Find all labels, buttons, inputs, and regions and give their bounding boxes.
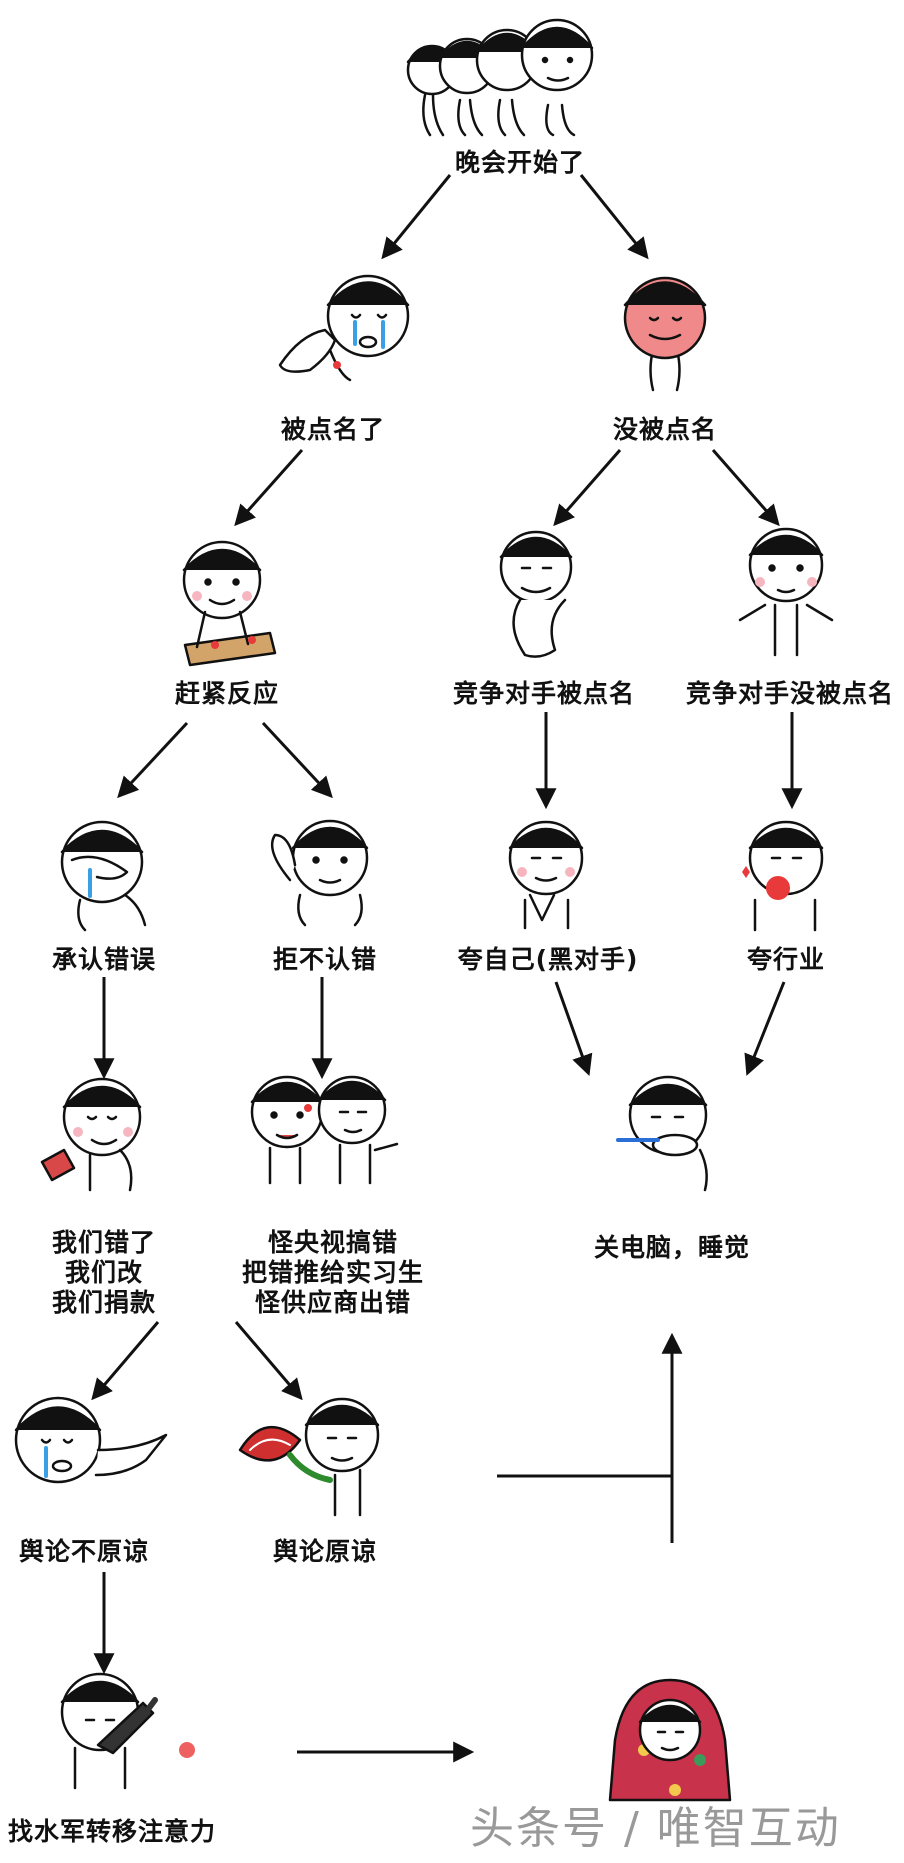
two-figures-blaming-icon xyxy=(250,1075,399,1185)
node-sleep: 关电脑，睡觉 xyxy=(593,1233,751,1262)
node-praise-self: 夸自己(黑对手) xyxy=(457,945,639,974)
arrow-react-admit xyxy=(117,721,189,799)
admit-result-line: 我们错了 xyxy=(51,1228,157,1257)
admit-result-line: 我们改 xyxy=(64,1258,144,1287)
arrow-start-called xyxy=(381,174,452,260)
node-admit-result: 我们错了 我们改 我们捐款 xyxy=(52,1228,156,1318)
node-start: 晚会开始了 xyxy=(454,148,586,177)
watermark: 头条号 / 唯智互动 xyxy=(470,1803,841,1854)
face-palm-crying-figure-icon xyxy=(60,820,147,932)
praying-hands-figure-icon xyxy=(508,820,584,930)
arrow-result-forgiven xyxy=(234,1321,303,1401)
deny-result-line: 把错推给实习生 xyxy=(241,1258,425,1287)
holding-cards-figure-icon xyxy=(40,1077,142,1192)
node-not-forgiven: 舆论不原谅 xyxy=(18,1537,150,1566)
admit-result-line: 我们捐款 xyxy=(51,1288,157,1317)
arrow-self-sleep xyxy=(554,981,593,1076)
node-rival-called: 竞争对手被点名 xyxy=(452,679,636,708)
node-admit: 承认错误 xyxy=(51,945,157,974)
red-face-figure-icon xyxy=(623,276,707,392)
arrow-start-notcalled xyxy=(579,174,649,260)
arrow-industry-sleep xyxy=(744,981,786,1076)
nosebleed-figure-icon xyxy=(742,820,824,932)
blanket-wrapped-figure-icon xyxy=(608,1678,732,1802)
node-water-army: 找水军转移注意力 xyxy=(7,1817,217,1846)
panicking-figure-icon xyxy=(182,540,277,667)
arrow-react-deny xyxy=(261,721,333,799)
figure-with-gun-icon xyxy=(60,1672,195,1790)
brushing-teeth-figure-icon xyxy=(616,1075,708,1192)
crying-lying-figure-icon xyxy=(14,1396,168,1484)
node-praise-industry: 夸行业 xyxy=(746,945,826,974)
deny-result-line: 怪央视搞错 xyxy=(267,1228,399,1257)
smug-figure-icon xyxy=(499,530,573,658)
arrow-result-notforgiven xyxy=(91,1321,160,1401)
flexing-figure-icon xyxy=(270,819,369,927)
node-deny-result: 怪央视搞错 把错推给实习生 怪供应商出错 xyxy=(242,1228,424,1318)
deny-result-line: 怪供应商出错 xyxy=(254,1288,412,1317)
node-deny: 拒不认错 xyxy=(272,945,378,974)
arrow-notcalled-rival xyxy=(553,449,622,527)
arrow-notcalled-rivalnot xyxy=(711,449,780,527)
crowd-figures-icon xyxy=(406,18,594,137)
shrugging-figure-icon xyxy=(738,527,834,657)
node-forgiven: 舆论原谅 xyxy=(272,1537,378,1566)
crying-kneeling-figure-icon xyxy=(278,274,410,382)
node-rival-not-called: 竞争对手没被点名 xyxy=(685,679,895,708)
node-react: 赶紧反应 xyxy=(174,679,280,708)
node-called: 被点名了 xyxy=(280,415,386,444)
flow-arrows xyxy=(91,174,803,1763)
venus-flytrap-figure-icon xyxy=(238,1397,380,1517)
node-not-called: 没被点名 xyxy=(612,415,718,444)
arrow-called-react xyxy=(234,449,304,527)
